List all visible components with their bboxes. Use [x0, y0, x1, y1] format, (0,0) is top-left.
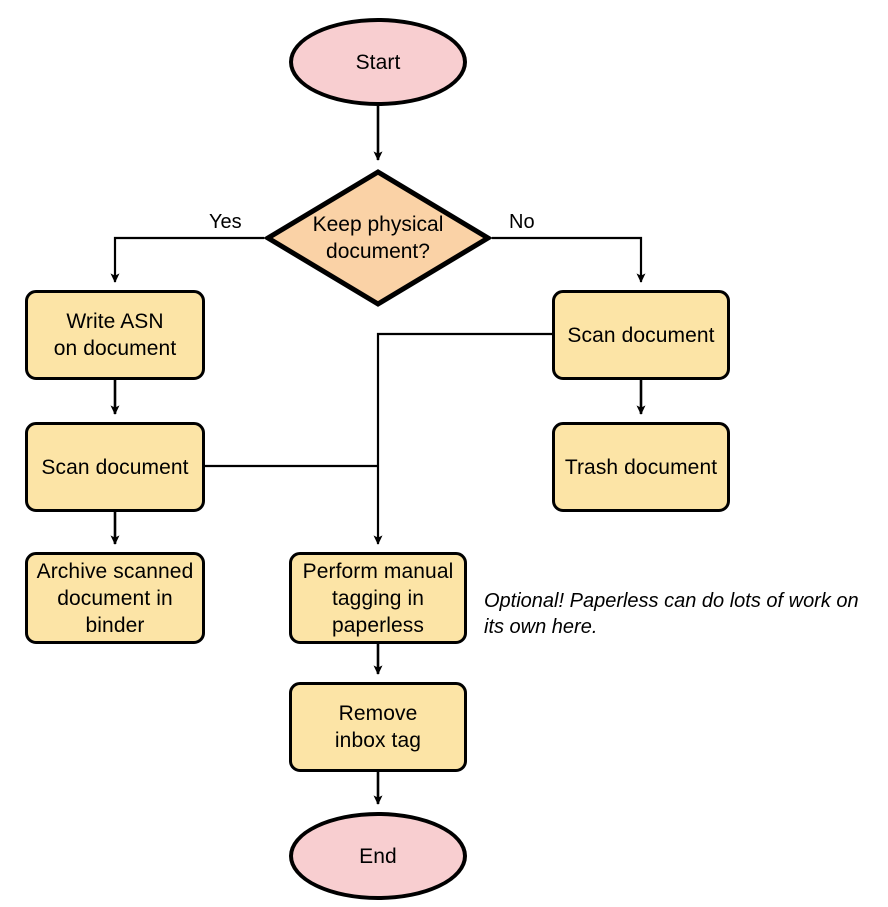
node-write-asn-label: Write ASN on document [53, 310, 177, 360]
node-trash-document-label: Trash document [564, 455, 718, 479]
node-scan-document-right[interactable]: Scan document [552, 290, 730, 380]
annotation-optional-note: Optional! Paperless can do lots of work … [484, 590, 859, 638]
decision-diamond-shape [263, 169, 493, 307]
edge-label-yes: Yes [209, 211, 242, 233]
node-perform-manual-tagging-label: Perform manual tagging in paperless [302, 559, 454, 637]
node-end[interactable]: End [289, 812, 467, 900]
node-scan-document-right-label: Scan document [567, 323, 715, 347]
edge-decision-no-to-scan-right [492, 236, 646, 283]
node-write-asn[interactable]: Write ASN on document [25, 290, 205, 380]
node-trash-document[interactable]: Trash document [552, 422, 730, 512]
node-scan-document-left[interactable]: Scan document [25, 422, 205, 512]
edge-label-no: No [509, 211, 535, 233]
node-end-label: End [359, 844, 397, 868]
node-perform-manual-tagging[interactable]: Perform manual tagging in paperless [289, 552, 467, 644]
edge-scan-right-to-tagging [373, 332, 552, 545]
node-scan-document-left-label: Scan document [41, 455, 189, 479]
node-archive-scanned-document[interactable]: Archive scanned document in binder [25, 552, 205, 644]
edge-decision-yes-to-write-asn [110, 236, 264, 283]
node-decision[interactable]: Keep physical document? [263, 168, 493, 308]
node-start[interactable]: Start [289, 18, 467, 106]
node-start-label: Start [355, 50, 401, 74]
node-remove-inbox-tag-label: Remove inbox tag [334, 702, 422, 752]
node-archive-scanned-document-label: Archive scanned document in binder [36, 559, 194, 637]
node-remove-inbox-tag[interactable]: Remove inbox tag [289, 682, 467, 772]
